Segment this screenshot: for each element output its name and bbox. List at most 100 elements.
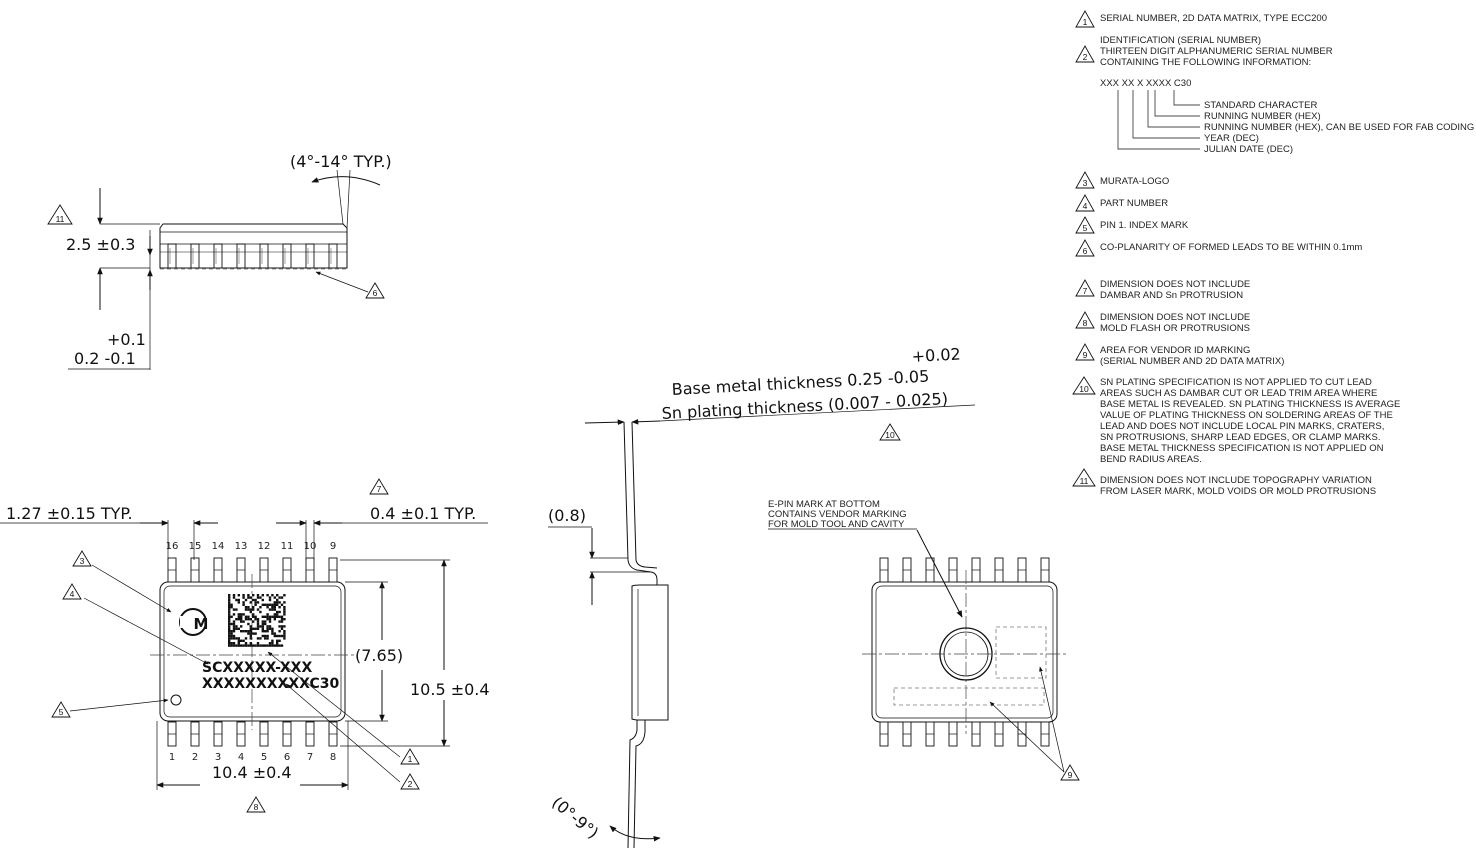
svg-text:JULIAN DATE (DEC): JULIAN DATE (DEC)	[1204, 144, 1293, 155]
note-ref-5-icon: 5	[51, 701, 71, 718]
svg-text:5: 5	[1083, 223, 1088, 233]
side-lead	[190, 243, 200, 269]
data-matrix-code	[228, 594, 286, 647]
pin-number: 11	[281, 541, 294, 552]
side-view: 2.5 ±0.3 +0.1 0.2 -0.1 (4°-14° TYP.) 6 1…	[47, 152, 392, 370]
svg-text:6: 6	[1083, 246, 1088, 256]
part-number-text: SCXXXXX-XXX	[202, 660, 312, 676]
note-3: 3 MURATA-LOGO	[1075, 171, 1169, 189]
svg-text:8: 8	[1083, 318, 1088, 328]
svg-text:5: 5	[59, 707, 64, 717]
svg-text:9: 9	[1068, 770, 1073, 780]
epin-note-line-3: FOR MOLD TOOL AND CAVITY	[768, 519, 905, 530]
side-lead	[213, 243, 223, 269]
note-1-text: SERIAL NUMBER, 2D DATA MATRIX, TYPE ECC2…	[1100, 13, 1327, 24]
pin-number: 16	[166, 541, 179, 552]
top-leads	[167, 557, 338, 747]
svg-text:10: 10	[1079, 384, 1089, 394]
note-8: 8 DIMENSION DOES NOT INCLUDE MOLD FLASH …	[1075, 311, 1250, 334]
pin-number: 15	[189, 541, 202, 552]
svg-text:DIMENSION DOES NOT INCLUDE TOP: DIMENSION DOES NOT INCLUDE TOPOGRAPHY VA…	[1100, 475, 1372, 486]
svg-text:8: 8	[254, 802, 259, 812]
pin-number: 8	[330, 752, 336, 763]
svg-text:6: 6	[373, 288, 378, 298]
note-ref-9-icon: 9	[1060, 764, 1080, 781]
lead-detail-view: +0.02 Base metal thickness 0.25 -0.05 Sn…	[548, 344, 976, 849]
side-lead	[282, 243, 292, 269]
pin-number: 12	[258, 541, 271, 552]
lead-body-outline	[631, 584, 669, 721]
notes-list: 1 SERIAL NUMBER, 2D DATA MATRIX, TYPE EC…	[1072, 10, 1474, 497]
top-body-outline	[159, 581, 346, 722]
note-ref-11-icon: 11	[47, 204, 73, 225]
svg-text:AREAS SUCH AS DAMBAR CUT OR LE: AREAS SUCH AS DAMBAR CUT OR LEAD TRIM AR…	[1100, 388, 1377, 399]
svg-text:2: 2	[1083, 52, 1088, 62]
body-width-label: 10.4 ±0.4	[212, 763, 292, 782]
vendor-marking-area-2	[893, 687, 1045, 706]
side-body-outline	[159, 223, 348, 269]
svg-text:3: 3	[1083, 178, 1088, 188]
svg-text:RUNNING NUMBER (HEX), CAN BE U: RUNNING NUMBER (HEX), CAN BE USED FOR FA…	[1204, 122, 1474, 133]
svg-text:LEAD AND DOES NOT INCLUDE LOCA: LEAD AND DOES NOT INCLUDE LOCAL PIN MARK…	[1100, 421, 1384, 432]
svg-text:RUNNING NUMBER (HEX): RUNNING NUMBER (HEX)	[1204, 111, 1321, 122]
serial-code-legend-lines	[1117, 90, 1200, 150]
vendor-marking-area-1	[995, 626, 1047, 679]
svg-text:PIN 1. INDEX MARK: PIN 1. INDEX MARK	[1100, 220, 1189, 231]
height-label: 2.5 ±0.3	[66, 235, 135, 254]
note-6: 6 CO-PLANARITY OF FORMED LEADS TO BE WIT…	[1075, 239, 1362, 257]
svg-text:AREA FOR VENDOR ID MARKING: AREA FOR VENDOR ID MARKING	[1100, 345, 1250, 356]
standoff-plus-label: +0.1	[107, 330, 146, 349]
svg-text:IDENTIFICATION (SERIAL NUMBER): IDENTIFICATION (SERIAL NUMBER)	[1100, 35, 1261, 46]
bottom-view: E-PIN MARK AT BOTTOM CONTAINS VENDOR MAR…	[768, 499, 1080, 781]
epin-note-line-2: CONTAINS VENDOR MARKING	[768, 509, 907, 520]
svg-text:BASE METAL THICKNESS SPECIFICA: BASE METAL THICKNESS SPECIFICATION IS NO…	[1100, 443, 1384, 454]
svg-text:2: 2	[408, 779, 413, 789]
pin1-index-mark	[170, 694, 182, 706]
side-lead	[236, 243, 246, 269]
svg-text:VALUE OF PLATING THICKNESS ON: VALUE OF PLATING THICKNESS ON SOLDERING …	[1100, 410, 1393, 421]
note-ref-2-icon: 2	[400, 773, 420, 790]
svg-text:SN PROTRUSIONS, SHARP LEAD EDG: SN PROTRUSIONS, SHARP LEAD EDGES, OR CLA…	[1100, 432, 1381, 443]
svg-text:11: 11	[1080, 476, 1089, 486]
epin-note-line-1: E-PIN MARK AT BOTTOM	[768, 499, 880, 510]
svg-text:3: 3	[80, 556, 85, 566]
pitch-label: 1.27 ±0.15 TYP.	[6, 504, 133, 523]
svg-text:SN PLATING SPECIFICATION IS NO: SN PLATING SPECIFICATION IS NOT APPLIED …	[1100, 377, 1372, 388]
svg-text:M: M	[194, 615, 209, 633]
note-4: 4 PART NUMBER	[1075, 194, 1168, 212]
bottom-body-outline	[871, 581, 1058, 723]
lead-width-label: 0.4 ±0.1 TYP.	[370, 504, 476, 523]
svg-text:7: 7	[1083, 286, 1088, 296]
pin-number: 9	[330, 541, 336, 552]
pin-number: 13	[235, 541, 248, 552]
note-ref-4-icon: 4	[62, 583, 82, 600]
serial-number-text: XXXXXXXXXXC30	[202, 676, 339, 692]
pin-number: 1	[169, 752, 175, 763]
svg-text:11: 11	[56, 214, 65, 224]
serial-code-format: XXX XX X XXXX C30	[1100, 78, 1191, 89]
pin-number: 7	[307, 752, 313, 763]
svg-text:BASE METAL IS REVEALED. SN PLA: BASE METAL IS REVEALED. SN PLATING THICK…	[1100, 399, 1400, 410]
side-angle-label: (4°-14° TYP.)	[290, 152, 392, 171]
note-ref-8-icon: 8	[246, 796, 266, 813]
svg-text:CONTAINING THE FOLLOWING INFOR: CONTAINING THE FOLLOWING INFORMATION:	[1100, 57, 1311, 68]
svg-text:1: 1	[408, 754, 413, 764]
note-11: 11 DIMENSION DOES NOT INCLUDE TOPOGRAPHY…	[1072, 468, 1376, 497]
svg-text:MOLD FLASH OR PROTRUSIONS: MOLD FLASH OR PROTRUSIONS	[1100, 323, 1250, 334]
pin-number: 5	[261, 752, 267, 763]
note-1: 1 SERIAL NUMBER, 2D DATA MATRIX, TYPE EC…	[1075, 10, 1327, 28]
offset-label: (0.8)	[548, 506, 586, 525]
svg-text:STANDARD CHARACTER: STANDARD CHARACTER	[1204, 100, 1317, 111]
note-ref-6-icon: 6	[365, 282, 385, 299]
note-10: 10 SN PLATING SPECIFICATION IS NOT APPLI…	[1072, 376, 1400, 465]
svg-text:YEAR (DEC): YEAR (DEC)	[1204, 133, 1259, 144]
svg-text:CO-PLANARITY OF FORMED LEADS T: CO-PLANARITY OF FORMED LEADS TO BE WITHI…	[1100, 242, 1362, 253]
murata-logo-icon: M	[179, 608, 209, 636]
svg-text:1: 1	[1083, 17, 1088, 27]
lead-outer-outline	[623, 421, 658, 585]
pin-number: 3	[215, 752, 221, 763]
lead-angle-label: (0°-9°)	[548, 793, 602, 843]
